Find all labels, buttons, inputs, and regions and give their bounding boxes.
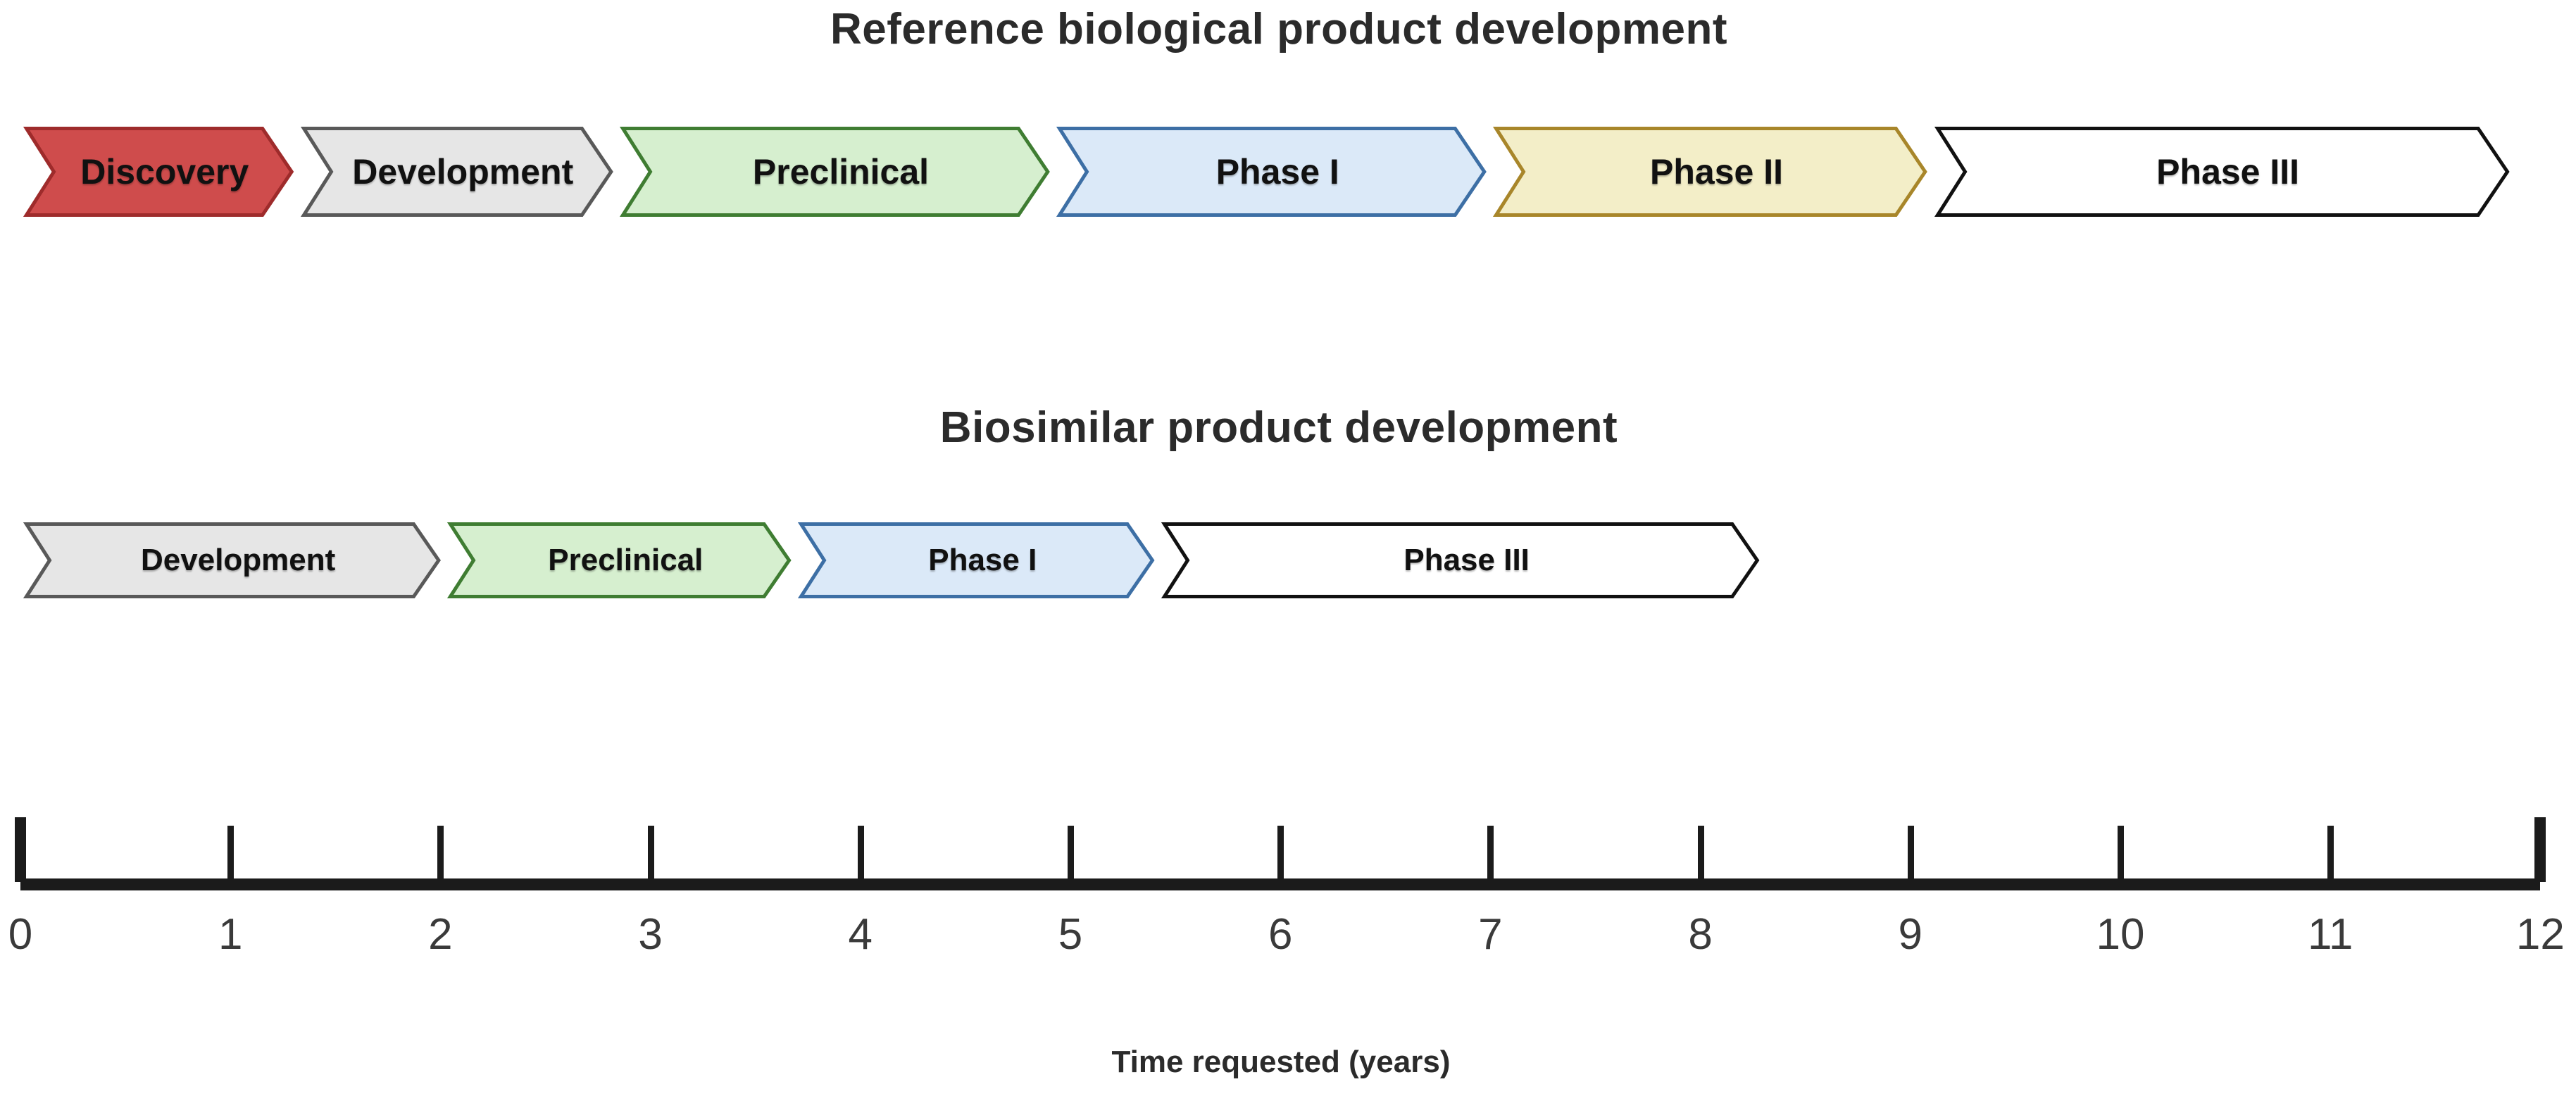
stage-chevron-phase-ii[interactable]: Phase II [1493,127,1928,217]
axis-tick-label-7: 7 [1478,910,1503,959]
axis-tick-11 [2327,826,2334,881]
time-axis [0,808,2576,893]
axis-tick-0 [15,817,26,882]
stage-chevron-phase-iii[interactable]: Phase III [1934,127,2510,217]
stage-label: Development [352,152,574,191]
axis-tick-label-3: 3 [638,910,663,959]
stage-chevron-phase-iii[interactable]: Phase III [1161,522,1760,598]
axis-tick-6 [1277,826,1284,881]
stage-chevron-phase-i[interactable]: Phase I [1056,127,1487,217]
reference-row-title: Reference biological product development [830,5,1728,53]
stage-label: Phase III [1403,543,1530,577]
axis-tick-label-1: 1 [218,910,243,959]
axis-tick-label-6: 6 [1268,910,1293,959]
chevron-shape [447,522,792,598]
axis-tick-label-11: 11 [2308,910,2353,959]
chevron-shape [1161,522,1760,598]
chevron-shape [798,522,1155,598]
chevron-shape [1493,127,1928,217]
stage-label: Development [141,543,336,577]
axis-tick-2 [437,826,444,881]
chevron-shape [23,522,441,598]
stage-label: Discovery [80,152,249,191]
stage-chevron-discovery[interactable]: Discovery [23,127,294,217]
stage-label: Phase II [1650,152,1783,191]
stage-label: Phase I [928,543,1037,577]
axis-tick-label-12: 12 [2515,910,2565,959]
axis-tick-4 [857,826,864,881]
axis-tick-7 [1487,826,1494,881]
biosimilar-row-title: Biosimilar product development [939,403,1618,452]
axis-tick-label-0: 0 [8,910,33,959]
stage-chevron-preclinical[interactable]: Preclinical [447,522,792,598]
axis-tick-label-8: 8 [1688,910,1713,959]
axis-tick-3 [647,826,654,881]
stage-label: Phase III [2156,152,2300,191]
axis-tick-8 [1697,826,1704,881]
chevron-shape [619,127,1050,217]
axis-baseline [20,878,2540,890]
axis-tick-label-10: 10 [2096,910,2145,959]
axis-tick-label-2: 2 [428,910,453,959]
chevron-shape [23,127,294,217]
stage-chevron-preclinical[interactable]: Preclinical [619,127,1050,217]
chevron-shape [1934,127,2510,217]
axis-title: Time requested (years) [1111,1045,1451,1079]
axis-tick-9 [1907,826,1914,881]
stage-label: Preclinical [548,543,704,577]
stage-chevron-phase-i[interactable]: Phase I [798,522,1155,598]
axis-tick-12 [2534,817,2546,882]
stage-label: Phase I [1215,152,1339,191]
axis-tick-label-5: 5 [1058,910,1083,959]
axis-tick-1 [227,826,235,881]
axis-tick-label-4: 4 [848,910,873,959]
axis-tick-10 [2118,826,2124,881]
axis-tick-label-9: 9 [1898,910,1923,959]
stage-chevron-development[interactable]: Development [300,127,613,217]
stage-chevron-development[interactable]: Development [23,522,441,598]
stage-label: Preclinical [752,152,930,191]
axis-tick-5 [1068,826,1074,881]
chevron-shape [1056,127,1487,217]
chevron-shape [300,127,613,217]
